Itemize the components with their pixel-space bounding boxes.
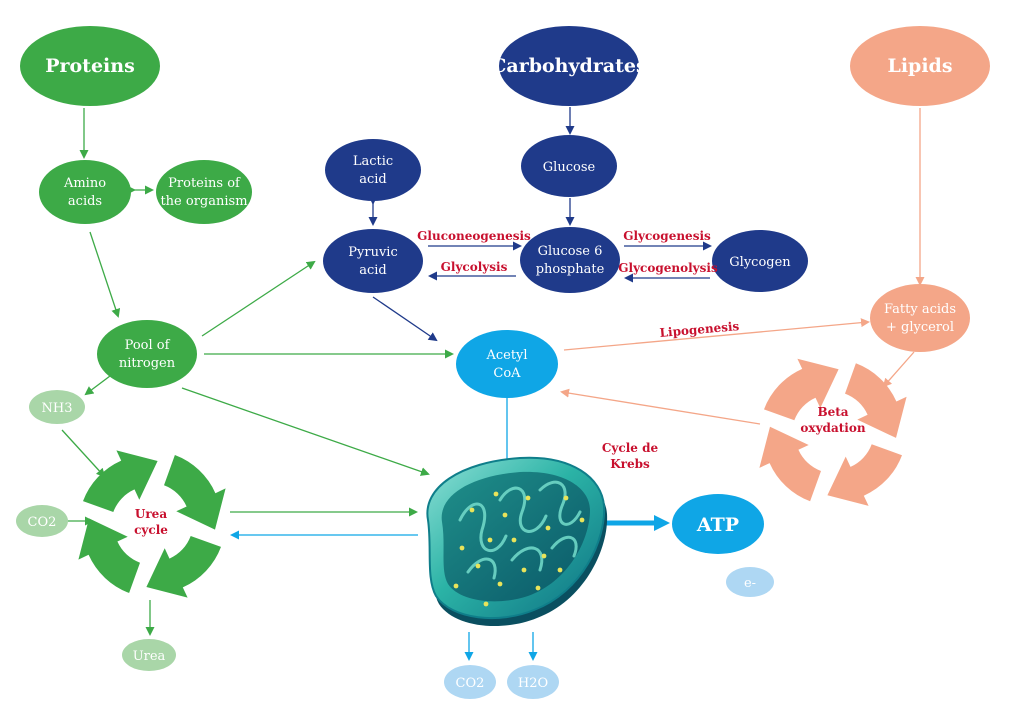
node-lipids-label: Lipids bbox=[887, 55, 952, 77]
node-lactic-acid-line1: Lactic bbox=[353, 154, 393, 169]
node-proteins-of-organism: Proteins of the organism bbox=[156, 160, 252, 224]
node-carbohydrates-label: Carbohydrates bbox=[491, 55, 646, 77]
node-nh3: NH3 bbox=[29, 390, 85, 424]
node-glycogen: Glycogen bbox=[712, 230, 808, 292]
node-glucose: Glucose bbox=[521, 135, 617, 197]
arrow-pyruvic-acetyl bbox=[372, 296, 438, 342]
urea-cycle-ring bbox=[78, 450, 226, 598]
node-glucose-label: Glucose bbox=[543, 160, 596, 175]
node-proteins-of-organism-line2: the organism bbox=[160, 194, 247, 209]
node-e-minus-label: e- bbox=[744, 576, 756, 591]
node-co2-bottom-label: CO2 bbox=[456, 676, 485, 691]
arrow-lipogenesis bbox=[563, 318, 870, 351]
node-acetyl-coa-line2: CoA bbox=[493, 366, 521, 381]
node-amino-acids-line2: acids bbox=[68, 194, 102, 209]
node-pyruvic-acid-line2: acid bbox=[359, 263, 387, 278]
node-pool-of-nitrogen-line2: nitrogen bbox=[119, 356, 176, 371]
label-krebs-line2: Krebs bbox=[610, 457, 650, 471]
node-e-minus: e- bbox=[726, 567, 774, 597]
node-atp: ATP bbox=[672, 494, 764, 554]
label-urea-cycle-line1: Urea bbox=[135, 507, 167, 521]
node-h2o: H2O bbox=[507, 665, 559, 699]
node-fatty-acids-line1: Fatty acids bbox=[884, 302, 956, 317]
node-amino-acids: Amino acids bbox=[39, 160, 131, 224]
node-pyruvic-acid: Pyruvic acid bbox=[323, 229, 423, 293]
node-glucose-6-phosphate-line1: Glucose 6 bbox=[538, 244, 603, 259]
label-glycogenesis: Glycogenesis bbox=[623, 229, 711, 243]
node-co2-bottom: CO2 bbox=[444, 665, 496, 699]
arrow-nh3-urea-cycle bbox=[61, 429, 106, 478]
node-urea-label: Urea bbox=[133, 649, 166, 664]
label-beta-oxydation-line2: oxydation bbox=[800, 421, 865, 435]
node-pyruvic-acid-line1: Pyruvic bbox=[348, 245, 397, 260]
node-pool-of-nitrogen-line1: Pool of bbox=[125, 338, 171, 353]
node-lactic-acid-line2: acid bbox=[359, 172, 387, 187]
node-co2-left: CO2 bbox=[16, 505, 68, 537]
node-co2-left-label: CO2 bbox=[28, 515, 57, 530]
label-beta-oxydation-line1: Beta bbox=[817, 405, 848, 419]
label-lipogenesis: Lipogenesis bbox=[659, 319, 740, 340]
node-fatty-acids: Fatty acids + glycerol bbox=[870, 284, 970, 352]
node-glucose-6-phosphate: Glucose 6 phosphate bbox=[520, 227, 620, 293]
node-proteins-label: Proteins bbox=[45, 55, 135, 77]
node-lipids: Lipids bbox=[850, 26, 990, 106]
node-acetyl-coa-line1: Acetyl bbox=[485, 348, 527, 363]
beta-oxydation-ring bbox=[759, 358, 907, 506]
node-h2o-label: H2O bbox=[518, 676, 548, 691]
arrow-beta-acetyl bbox=[560, 388, 761, 425]
node-atp-label: ATP bbox=[696, 514, 739, 536]
node-glucose-6-phosphate-line2: phosphate bbox=[536, 262, 605, 277]
arrow-pool-pyruvic bbox=[201, 260, 316, 337]
mitochondrion-illustration bbox=[426, 456, 608, 627]
node-proteins-of-organism-line1: Proteins of bbox=[168, 176, 241, 191]
label-glycogenolysis: Glycogenolysis bbox=[618, 261, 718, 275]
node-glycogen-label: Glycogen bbox=[729, 255, 791, 270]
node-carbohydrates: Carbohydrates bbox=[491, 26, 647, 106]
node-pool-of-nitrogen: Pool of nitrogen bbox=[97, 320, 197, 388]
node-nh3-label: NH3 bbox=[42, 401, 73, 416]
arrow-fatty-beta bbox=[882, 351, 915, 388]
label-glycolysis: Glycolysis bbox=[441, 260, 508, 274]
arrow-amino-pool bbox=[89, 231, 121, 318]
node-lactic-acid: Lactic acid bbox=[325, 139, 421, 201]
label-gluconeogenesis: Gluconeogenesis bbox=[417, 229, 531, 243]
node-amino-acids-line1: Amino bbox=[63, 176, 106, 191]
label-krebs-line1: Cycle de bbox=[602, 441, 659, 455]
label-urea-cycle-line2: cycle bbox=[134, 523, 168, 537]
arrow-pool-krebs bbox=[181, 387, 430, 476]
arrow-pool-nh3 bbox=[84, 375, 111, 396]
node-urea: Urea bbox=[122, 639, 176, 671]
node-proteins: Proteins bbox=[20, 26, 160, 106]
node-acetyl-coa: Acetyl CoA bbox=[456, 330, 558, 398]
node-fatty-acids-line2: + glycerol bbox=[886, 320, 954, 335]
